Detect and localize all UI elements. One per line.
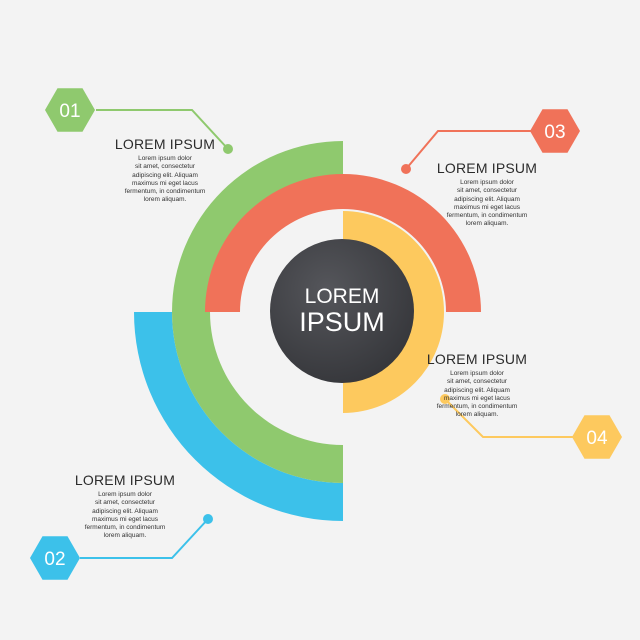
connector-04	[444, 398, 573, 438]
step-line: sit amet, consectetur	[447, 378, 507, 386]
arc-segment-04	[343, 211, 444, 413]
hexagon-badge-03: 03	[530, 109, 580, 153]
center-label-line2: IPSUM	[299, 307, 385, 337]
connector-dot-02	[203, 514, 213, 524]
step-title-04: LOREM IPSUM	[426, 351, 528, 367]
center-label-line1: LOREM	[305, 285, 380, 308]
text-block-02: LOREM IPSUM Lorem ipsum dolor sit amet, …	[40, 472, 210, 541]
connector-03	[405, 130, 533, 170]
step-line: maximus mi eget lacus	[131, 179, 199, 187]
step-line: sit amet, consectetur	[135, 163, 195, 171]
text-block-04: LOREM IPSUM Lorem ipsum dolor sit amet, …	[392, 351, 562, 420]
step-number-01: 01	[59, 101, 80, 122]
step-line: sit amet, consectetur	[457, 187, 517, 195]
connector-dot-01	[223, 144, 233, 154]
step-title-03: LOREM IPSUM	[436, 160, 538, 176]
step-number-04: 04	[586, 428, 608, 449]
step-line: lorem aliquam.	[465, 220, 509, 228]
step-line: fermentum, in condimentum	[446, 212, 528, 220]
center-circle	[270, 239, 414, 383]
step-line: fermentum, in condimentum	[84, 524, 166, 532]
step-title-02: LOREM IPSUM	[74, 472, 176, 488]
step-number-02: 02	[44, 549, 65, 570]
connector-dot-03	[401, 164, 411, 174]
hexagon-badge-01: 01	[45, 88, 95, 132]
step-number-03: 03	[544, 122, 565, 143]
arc-segment-02	[134, 312, 343, 521]
step-line: lorem aliquam.	[143, 196, 187, 204]
connector-02	[80, 518, 209, 559]
text-block-03: LOREM IPSUM Lorem ipsum dolor sit amet, …	[402, 160, 572, 229]
step-line: maximus mi eget lacus	[443, 394, 511, 402]
step-line: lorem aliquam.	[455, 411, 499, 419]
arc-segment-03	[205, 174, 481, 312]
step-line: sit amet, consectetur	[95, 499, 155, 507]
step-line: adipiscing elit. Aliquam	[454, 195, 520, 203]
step-line: fermentum, in condimentum	[124, 188, 206, 196]
hexagon-badge-02: 02	[30, 536, 80, 580]
step-line: Lorem ipsum dolor	[450, 370, 504, 377]
step-line: Lorem ipsum dolor	[138, 155, 192, 162]
connector-dot-04	[440, 394, 450, 404]
text-block-01: LOREM IPSUM Lorem ipsum dolor sit amet, …	[80, 136, 250, 205]
arc-segment-01	[172, 141, 343, 483]
step-line: Lorem ipsum dolor	[98, 491, 152, 498]
step-line: fermentum, in condimentum	[436, 403, 518, 411]
hexagon-badge-04: 04	[572, 415, 622, 459]
step-line: maximus mi eget lacus	[453, 203, 521, 211]
step-line: adipiscing elit. Aliquam	[92, 507, 158, 515]
step-line: Lorem ipsum dolor	[460, 179, 514, 186]
step-line: maximus mi eget lacus	[91, 515, 159, 523]
connector-01	[96, 109, 229, 150]
step-line: lorem aliquam.	[103, 532, 147, 540]
step-line: adipiscing elit. Aliquam	[444, 386, 510, 394]
step-title-01: LOREM IPSUM	[114, 136, 216, 152]
step-line: adipiscing elit. Aliquam	[132, 171, 198, 179]
